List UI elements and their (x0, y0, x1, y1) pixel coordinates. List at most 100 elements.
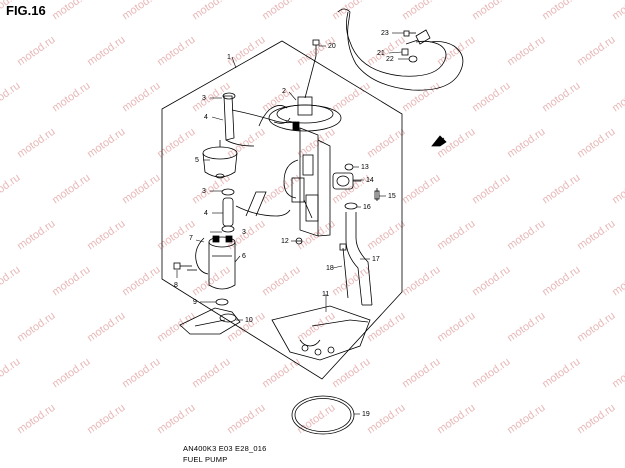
breather-hose (337, 8, 464, 91)
watermark-text-97: motod.ru (505, 402, 547, 437)
watermark-text-27: motod.ru (470, 80, 512, 115)
watermark-text-51: motod.ru (85, 218, 127, 253)
watermark-text-28: motod.ru (540, 80, 582, 115)
watermark-text-80: motod.ru (0, 356, 23, 391)
watermark-text-70: motod.ru (15, 310, 57, 345)
watermark-text-95: motod.ru (365, 402, 407, 437)
watermark-text-22: motod.ru (120, 80, 162, 115)
callout-c23: 23 (381, 30, 389, 37)
middle-hose (221, 188, 291, 233)
watermark-text-41: motod.ru (50, 172, 92, 207)
flange-bolt (304, 39, 320, 99)
watermark-text-60: motod.ru (0, 264, 23, 299)
watermark-text-96: motod.ru (435, 402, 477, 437)
callout-c3c: 3 (242, 229, 246, 236)
callout-c2: 2 (282, 88, 286, 95)
callout-c6: 6 (242, 253, 246, 260)
watermark-text-57: motod.ru (505, 218, 547, 253)
watermark-text-30: motod.ru (15, 126, 57, 161)
watermark-text-4: motod.ru (260, 0, 302, 22)
watermark-text-85: motod.ru (330, 356, 372, 391)
footer-diagram-name: FUEL PUMP (183, 455, 228, 464)
watermark-text-17: motod.ru (505, 34, 547, 69)
gauge-bolt (374, 188, 380, 201)
pump-flange (258, 96, 342, 132)
fuel-pump-motor (208, 235, 236, 290)
watermark-text-50: motod.ru (15, 218, 57, 253)
callout-c11: 11 (322, 291, 329, 298)
lower-bracket (271, 305, 371, 361)
watermark-text-47: motod.ru (470, 172, 512, 207)
callout-c4b: 4 (204, 210, 208, 217)
watermark-text-46: motod.ru (400, 172, 442, 207)
watermark-text-23: motod.ru (190, 80, 232, 115)
watermark-text-81: motod.ru (50, 356, 92, 391)
watermark-text-86: motod.ru (400, 356, 442, 391)
watermark-text-78: motod.ru (575, 310, 617, 345)
watermark-text-68: motod.ru (540, 264, 582, 299)
watermark-text-90: motod.ru (15, 402, 57, 437)
hose-clamp (344, 202, 358, 210)
watermark-text-77: motod.ru (505, 310, 547, 345)
watermark-text-72: motod.ru (155, 310, 197, 345)
watermark-text-49: motod.ru (610, 172, 625, 207)
grommet (344, 163, 354, 171)
watermark-text-15: motod.ru (365, 34, 407, 69)
callout-c17: 17 (372, 256, 380, 263)
watermark-text-18: motod.ru (575, 34, 617, 69)
wire-harness (187, 237, 209, 275)
watermark-text-65: motod.ru (330, 264, 372, 299)
callout-c9: 9 (193, 299, 197, 306)
callout-c8: 8 (174, 282, 178, 289)
callout-c15: 15 (388, 193, 396, 200)
watermark-text-66: motod.ru (400, 264, 442, 299)
watermark-text-25: motod.ru (330, 80, 372, 115)
watermark-text-67: motod.ru (470, 264, 512, 299)
watermark-text-98: motod.ru (575, 402, 617, 437)
callout-c21: 21 (377, 50, 385, 57)
small-o-ring (215, 298, 229, 306)
callout-layer: 1 2 3 4 5 3 4 3 7 6 8 9 10 11 12 13 14 1… (174, 30, 396, 418)
fuel-level-gauge (332, 172, 361, 190)
watermark-text-21: motod.ru (50, 80, 92, 115)
watermark-text-10: motod.ru (15, 34, 57, 69)
watermark-text-92: motod.ru (155, 402, 197, 437)
watermark-text-75: motod.ru (365, 310, 407, 345)
callout-c18: 18 (326, 265, 334, 272)
watermark-text-3: motod.ru (190, 0, 232, 22)
watermark-text-8: motod.ru (540, 0, 582, 22)
watermark-text-55: motod.ru (365, 218, 407, 253)
watermark-text-16: motod.ru (435, 34, 477, 69)
watermark-text-7: motod.ru (470, 0, 512, 22)
watermark-text-38: motod.ru (575, 126, 617, 161)
watermark-text-1: motod.ru (50, 0, 92, 22)
lower-hose (345, 212, 373, 306)
watermark-text-84: motod.ru (260, 356, 302, 391)
footer-diagram-code: AN400K3 E03 E28_016 (183, 444, 267, 453)
watermark-text-40: motod.ru (0, 172, 23, 207)
watermark-text-56: motod.ru (435, 218, 477, 253)
front-arrow-icon (431, 135, 447, 147)
watermark-text-31: motod.ru (85, 126, 127, 161)
watermark-text-88: motod.ru (540, 356, 582, 391)
bolt (173, 262, 192, 270)
watermark-text-48: motod.ru (540, 172, 582, 207)
watermark-text-12: motod.ru (155, 34, 197, 69)
large-o-ring (291, 395, 355, 435)
callout-c12: 12 (281, 238, 289, 245)
watermark-text-11: motod.ru (85, 34, 127, 69)
watermark-text-0: motod.ru (0, 0, 23, 22)
watermark-text-20: motod.ru (0, 80, 23, 115)
assembly-outline (161, 40, 403, 380)
watermark-text-5: motod.ru (330, 0, 372, 22)
clip-23 (403, 30, 416, 37)
callout-c13: 13 (361, 164, 369, 171)
watermark-text-91: motod.ru (85, 402, 127, 437)
callout-c4a: 4 (204, 114, 208, 121)
watermark-text-13: motod.ru (225, 34, 267, 69)
watermark-text-37: motod.ru (505, 126, 547, 161)
watermark-text-6: motod.ru (400, 0, 442, 22)
watermark-text-83: motod.ru (190, 356, 232, 391)
watermark-text-9: motod.ru (610, 0, 625, 22)
